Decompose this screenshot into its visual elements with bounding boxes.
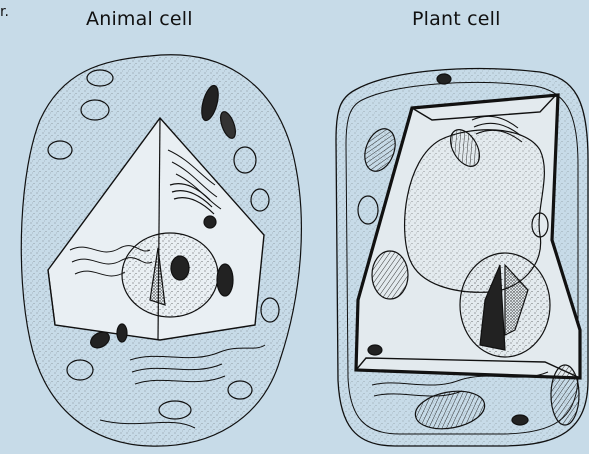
animal-mitochondrion xyxy=(117,324,127,342)
animal-mitochondrion xyxy=(217,264,233,296)
plant-cell xyxy=(336,69,588,446)
plant-chloroplast xyxy=(551,365,579,425)
plant-chloroplast xyxy=(372,251,408,299)
plant-mitochondrion xyxy=(368,345,382,355)
animal-nucleus xyxy=(122,233,218,317)
plant-mitochondrion xyxy=(437,74,451,84)
animal-nucleolus xyxy=(171,256,189,280)
animal-cell xyxy=(21,55,301,446)
plant-mitochondrion xyxy=(512,415,528,425)
